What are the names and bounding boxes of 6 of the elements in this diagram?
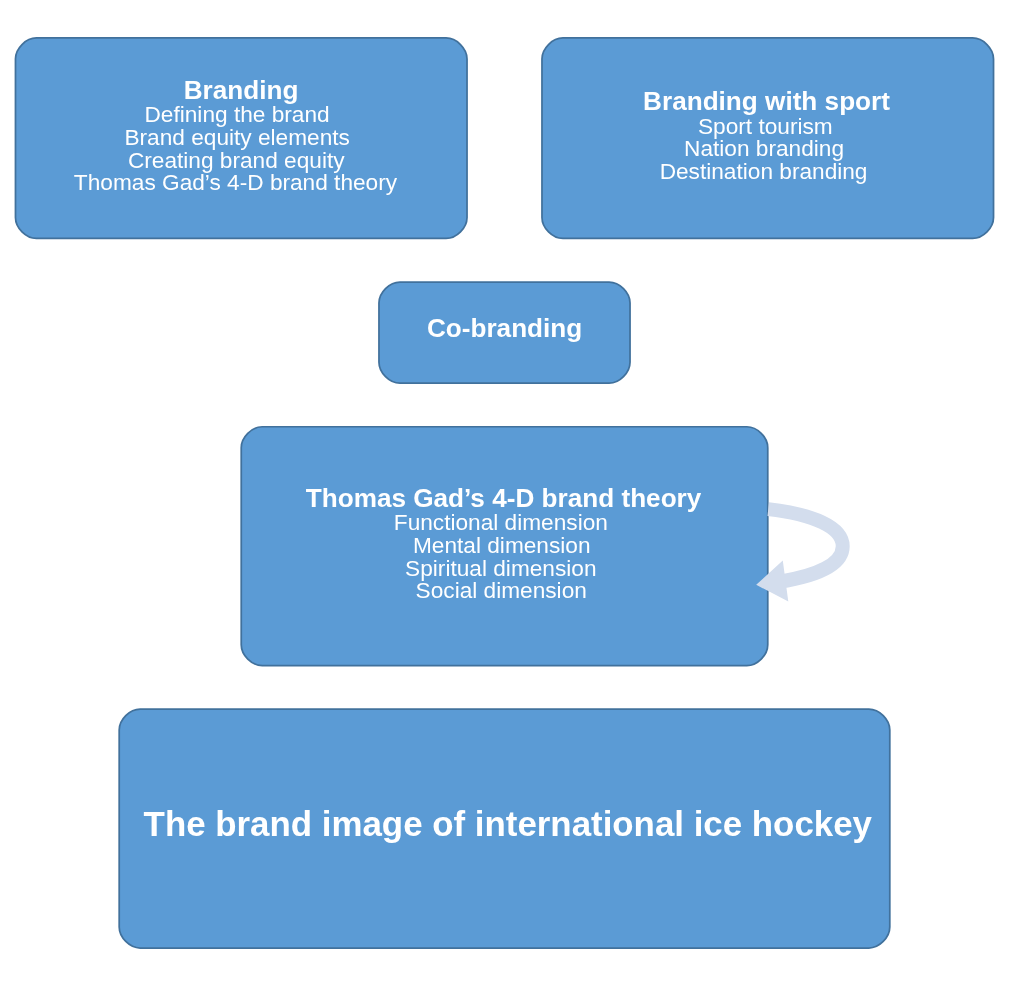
node-box: Thomas Gad’s 4-D brand theory Functional dimension Mental dimension Spiritual dimension Social dimension [240,425,769,666]
node-box: Branding with sport Sport tourism Nation branding Destination branding [541,36,995,239]
arrow [756,501,850,601]
node-box: The brand image of international ice hockey [118,707,891,949]
node-box: Branding Defining the brand Brand equity elements Creating brand equity Thomas Gad’s 4-D brand theory [14,36,468,239]
node-box: Co-branding [378,280,631,384]
